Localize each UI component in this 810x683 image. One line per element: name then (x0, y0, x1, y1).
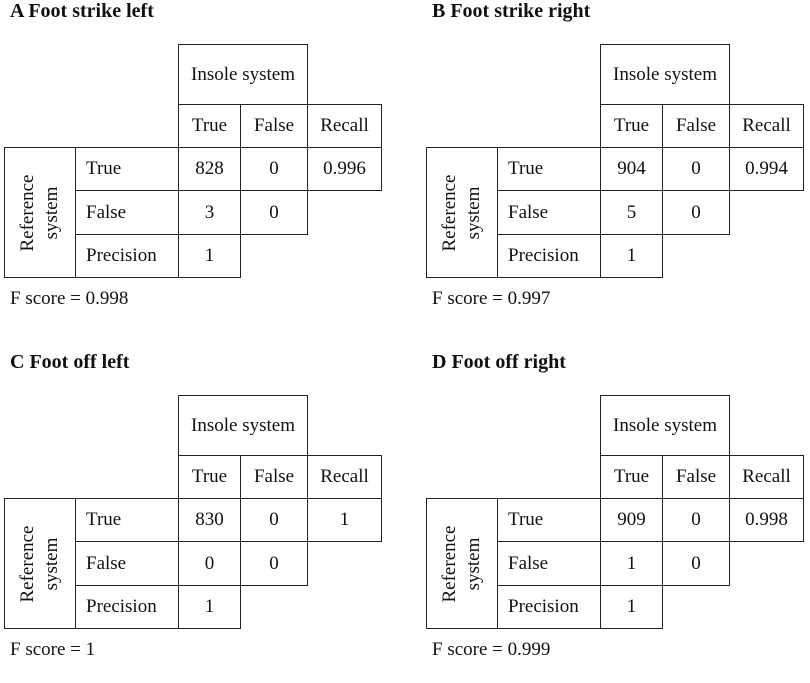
column-group-header: Insole system (178, 395, 308, 456)
row-group-label: Reference system (17, 525, 62, 602)
panel-title-text: Foot off right (451, 351, 566, 373)
panel-title: C Foot off left (10, 351, 129, 374)
recall-value: 0.998 (729, 498, 804, 542)
row-header: Precision (75, 234, 179, 278)
panel-letter: A (10, 0, 24, 22)
precision-value: 1 (600, 234, 663, 278)
row-header: False (75, 541, 179, 586)
recall-value: 0.996 (307, 147, 382, 191)
row-group-header: Reference system (426, 147, 498, 278)
column-header: Recall (729, 455, 804, 499)
row-group-label: Reference system (439, 525, 484, 602)
count-cell: 0 (240, 498, 308, 542)
count-cell: 904 (600, 147, 663, 191)
column-header: True (600, 104, 663, 148)
column-header: False (240, 104, 308, 148)
panel-title-text: Foot strike right (450, 0, 591, 22)
column-header: False (662, 104, 730, 148)
row-group-header: Reference system (4, 498, 76, 629)
column-header: True (600, 455, 663, 499)
row-header: True (75, 498, 179, 542)
count-cell: 0 (178, 541, 241, 586)
row-group-label: Reference system (17, 174, 62, 251)
column-header: Recall (307, 104, 382, 148)
recall-value: 1 (307, 498, 382, 542)
count-cell: 909 (600, 498, 663, 542)
precision-value: 1 (178, 585, 241, 629)
count-cell: 1 (600, 541, 663, 586)
column-group-header: Insole system (178, 44, 308, 105)
row-header: True (497, 147, 601, 191)
precision-value: 1 (600, 585, 663, 629)
panel-title-text: Foot strike left (28, 0, 154, 22)
panel-title: A Foot strike left (10, 0, 154, 23)
column-group-header: Insole system (600, 395, 730, 456)
precision-value: 1 (178, 234, 241, 278)
column-header: True (178, 455, 241, 499)
row-group-header: Reference system (426, 498, 498, 629)
row-header: False (497, 541, 601, 586)
count-cell: 3 (178, 190, 241, 235)
count-cell: 828 (178, 147, 241, 191)
count-cell: 5 (600, 190, 663, 235)
column-header: Recall (307, 455, 382, 499)
count-cell: 0 (662, 190, 730, 235)
panel-title-text: Foot off left (29, 351, 130, 373)
column-header: True (178, 104, 241, 148)
row-header: True (497, 498, 601, 542)
count-cell: 0 (662, 498, 730, 542)
f-score: F score = 0.999 (432, 639, 551, 660)
panel-letter: D (432, 351, 447, 373)
panel-letter: B (432, 0, 446, 22)
panel-title: B Foot strike right (432, 0, 590, 23)
recall-value: 0.994 (729, 147, 804, 191)
count-cell: 0 (240, 190, 308, 235)
count-cell: 0 (662, 147, 730, 191)
column-header: Recall (729, 104, 804, 148)
row-header: Precision (75, 585, 179, 629)
count-cell: 0 (240, 541, 308, 586)
column-header: False (662, 455, 730, 499)
panel-letter: C (10, 351, 25, 373)
f-score: F score = 0.997 (432, 288, 551, 309)
column-group-header: Insole system (600, 44, 730, 105)
row-header: False (497, 190, 601, 235)
row-header: Precision (497, 234, 601, 278)
row-group-header: Reference system (4, 147, 76, 278)
count-cell: 0 (240, 147, 308, 191)
row-group-label: Reference system (439, 174, 484, 251)
row-header: False (75, 190, 179, 235)
row-header: Precision (497, 585, 601, 629)
count-cell: 0 (662, 541, 730, 586)
count-cell: 830 (178, 498, 241, 542)
f-score: F score = 1 (10, 639, 96, 660)
f-score: F score = 0.998 (10, 288, 129, 309)
panel-title: D Foot off right (432, 351, 566, 374)
column-header: False (240, 455, 308, 499)
row-header: True (75, 147, 179, 191)
